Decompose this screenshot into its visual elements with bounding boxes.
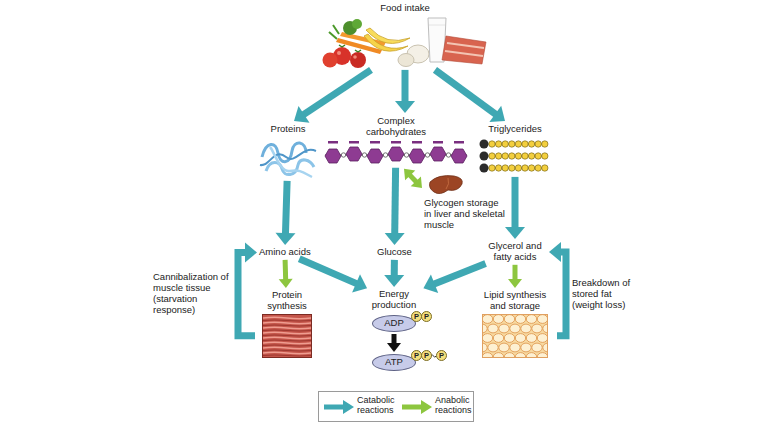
arrow-head — [423, 275, 438, 294]
node-label: Glycerol and fatty acids — [483, 241, 547, 263]
arrow-head — [387, 343, 401, 352]
molecule-node: Amino acids — [259, 247, 311, 258]
nutrient-node: Proteins — [256, 124, 320, 179]
legend-arrow-swatch — [324, 400, 354, 414]
arrow-shaft — [435, 70, 497, 115]
arrow-head — [489, 106, 505, 122]
arrow-head — [245, 243, 257, 263]
reaction-arrow — [385, 168, 405, 245]
reaction-arrow — [435, 70, 505, 122]
reaction-arrow — [294, 70, 371, 123]
reaction-arrow — [549, 242, 566, 336]
molecule-ellipse: ATP — [372, 354, 416, 371]
arrow-shaft — [283, 260, 289, 281]
arrow-head — [294, 106, 310, 123]
arrow-shaft — [512, 177, 519, 230]
process-node: Lipid synthesis and storage — [475, 290, 555, 358]
reaction-arrow — [299, 259, 367, 293]
node-label: Proteins — [271, 124, 306, 135]
arrow-shaft — [238, 253, 255, 336]
node-label: Food intake — [380, 3, 430, 14]
reaction-arrow — [505, 177, 525, 239]
node-label: Glucose — [377, 247, 412, 258]
muscle-tissue-illustration — [262, 314, 312, 358]
protein-illustration — [256, 137, 320, 179]
reaction-arrow — [279, 260, 293, 288]
arrow-shaft — [557, 252, 566, 336]
arrow-head — [352, 274, 367, 292]
arrow-head — [385, 233, 405, 245]
arrow-shaft — [285, 181, 287, 236]
phosphate-circle: P — [421, 311, 432, 322]
legend-arrow-shape — [324, 400, 354, 414]
arrow-shaft — [513, 265, 518, 281]
node-label: Energy production — [364, 289, 424, 311]
molecule-ellipse: ADP — [372, 315, 416, 332]
legend-box: Catabolic reactions Anabolic reactions — [318, 391, 474, 422]
source-node: Food intake — [320, 3, 490, 68]
molecule-node: Glucose — [377, 247, 412, 258]
nutrient-node: Triglycerides — [479, 124, 551, 175]
adipose-tissue-illustration — [482, 314, 548, 358]
node-label: Amino acids — [259, 247, 311, 258]
node-label: Complex carbohydrates — [351, 116, 441, 138]
node-label: ATP — [385, 357, 403, 368]
reaction-arrow — [276, 181, 296, 245]
nutrient-node: Complex carbohydrates — [321, 116, 471, 166]
reaction-arrow — [384, 260, 404, 287]
triglyceride-illustration — [479, 137, 551, 175]
reaction-arrow — [395, 70, 415, 113]
arrow-head — [505, 227, 525, 239]
node-label: ADP — [384, 318, 404, 329]
arrow-head — [279, 279, 293, 288]
reaction-arrow — [404, 169, 422, 188]
arrow-shaft — [391, 168, 399, 236]
arrow-shaft — [302, 70, 371, 116]
bracket-label: Cannibalization of muscle tissue (starva… — [153, 272, 231, 316]
arrow-shaft — [402, 70, 409, 104]
arrow-head — [276, 233, 296, 245]
glycogen-chain-illustration — [321, 140, 471, 166]
node-label: Protein synthesis — [257, 290, 317, 312]
arrow-shaft — [391, 260, 398, 278]
arrow-shaft — [299, 259, 358, 285]
arrow-head — [384, 275, 404, 287]
node-label: Triglycerides — [488, 124, 542, 135]
legend-arrow-shape — [402, 400, 432, 414]
reaction-arrow — [423, 264, 485, 294]
reaction-arrow — [238, 243, 257, 336]
food-illustration — [320, 16, 490, 68]
phosphate-circle: P — [421, 350, 432, 361]
reaction-arrow — [508, 265, 522, 288]
arrow-head — [411, 177, 422, 188]
reaction-arrow — [387, 334, 401, 352]
node-label: Lipid synthesis and storage — [475, 290, 555, 312]
process-node: Energy production — [364, 289, 424, 311]
process-node: Protein synthesis — [257, 290, 317, 358]
bracket-label: Breakdown of stored fat (weight loss) — [572, 278, 634, 311]
arrow-head — [549, 242, 561, 262]
arrow-shaft — [432, 264, 485, 285]
node-label: Glycogen storage in liver and skeletal m… — [424, 198, 508, 231]
arrow-head — [395, 101, 415, 113]
phosphate-circle: P — [436, 350, 447, 361]
arrow-head — [508, 279, 522, 288]
legend-label: Catabolic reactions — [357, 396, 395, 416]
legend-arrow-swatch — [402, 400, 432, 414]
molecule-node: Glycerol and fatty acids — [483, 241, 547, 263]
liver-illustration — [428, 174, 464, 196]
arrow-head — [404, 169, 415, 180]
storage-node: Glycogen storage in liver and skeletal m… — [424, 174, 508, 231]
legend-label: Anabolic reactions — [435, 396, 473, 416]
